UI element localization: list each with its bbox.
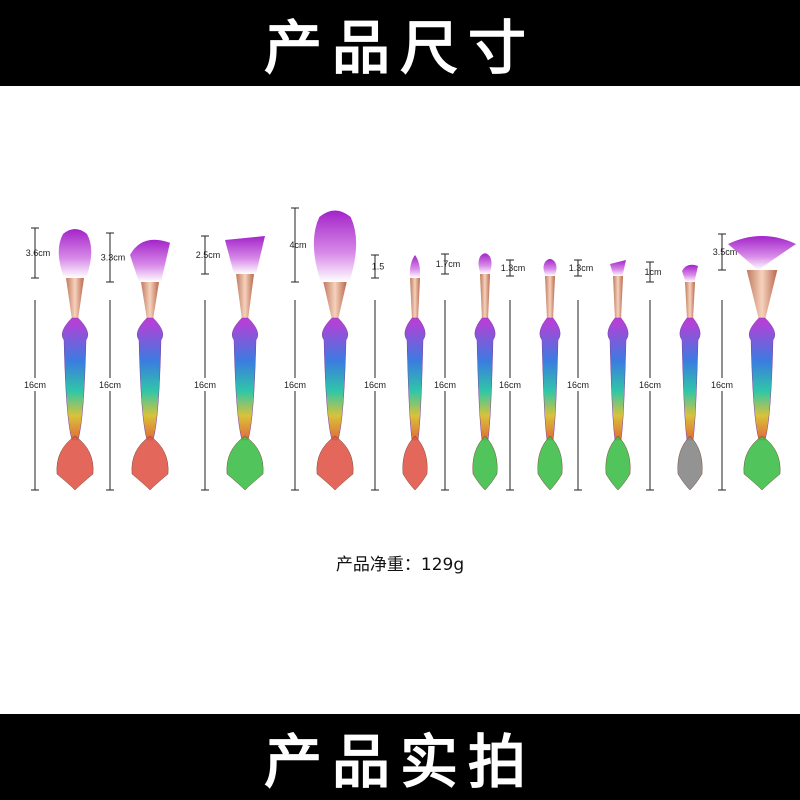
- mermaid-handle: [404, 317, 426, 441]
- tail-fin: [537, 435, 563, 491]
- handle-dimension-label: 16cm: [434, 380, 456, 390]
- handle-label-bg: [431, 378, 459, 391]
- brush-5: 1.5 16cm: [361, 254, 428, 491]
- brush-1: 3.6cm 16cm: [21, 227, 94, 491]
- head-dimension-label: 3.5cm: [713, 247, 738, 257]
- handle-label-bg: [564, 378, 592, 391]
- tail-fin: [605, 435, 631, 491]
- head-dimension-label: 1.7cm: [436, 259, 461, 269]
- mermaid-handle: [232, 317, 258, 441]
- brush-head: [478, 253, 492, 274]
- brush-ferrule: [410, 278, 420, 320]
- handle-label-bg: [191, 378, 219, 391]
- tail-fin: [743, 435, 781, 491]
- handle-label-bg: [281, 378, 309, 391]
- handle-dimension-label: 16cm: [567, 380, 589, 390]
- handle-dimension-label: 16cm: [194, 380, 216, 390]
- mermaid-handle: [474, 317, 496, 441]
- header-banner: 产品尺寸: [0, 0, 800, 86]
- tail-fin: [56, 435, 94, 491]
- brush-ferrule: [480, 274, 490, 320]
- handle-label-bg: [21, 378, 49, 391]
- handle-label-bg: [96, 378, 124, 391]
- mermaid-handle: [137, 317, 163, 441]
- handle-label-bg: [361, 378, 389, 391]
- brushes-svg: 3.6cm 16cm 3.3cm 16cm 2.5cm 16cm 4cm 16cm 1.5 16c…: [21, 207, 796, 491]
- brush-6: 1.7cm 16cm: [431, 253, 498, 491]
- brush-2: 3.3cm 16cm: [96, 232, 170, 491]
- brush-ferrule: [236, 274, 254, 320]
- footer-banner: 产品实拍: [0, 714, 800, 800]
- mermaid-handle: [539, 317, 561, 441]
- handle-dimension-label: 16cm: [499, 380, 521, 390]
- brush-head: [543, 258, 557, 276]
- brush-head: [313, 210, 357, 282]
- mermaid-handle: [749, 317, 775, 441]
- handle-label-bg: [708, 378, 736, 391]
- handle-label-bg: [636, 378, 664, 391]
- head-dimension-label: 1.5: [372, 262, 385, 272]
- net-weight-value: 129g: [420, 555, 465, 575]
- brush-head: [728, 236, 796, 270]
- head-dimension-label: 1.3cm: [569, 263, 594, 273]
- brush-dimension-diagram: 3.6cm 16cm 3.3cm 16cm 2.5cm 16cm 4cm 16cm 1.5 16c…: [0, 190, 800, 510]
- mermaid-handle: [607, 317, 629, 441]
- handle-dimension-label: 16cm: [639, 380, 661, 390]
- brush-9: 1cm 16cm: [636, 261, 703, 491]
- header-title: 产品尺寸: [263, 14, 536, 82]
- handle-dimension-label: 16cm: [24, 380, 46, 390]
- brush-ferrule: [545, 276, 555, 320]
- handle-label-bg: [496, 378, 524, 391]
- brush-10: 3.5cm 16cm: [708, 233, 796, 491]
- tail-fin: [677, 435, 703, 491]
- head-dimension-label: 4cm: [289, 240, 306, 250]
- brush-ferrule: [613, 276, 623, 320]
- brush-head: [409, 255, 421, 278]
- footer-title: 产品实拍: [263, 728, 536, 796]
- tail-fin: [316, 435, 354, 491]
- brush-head: [130, 239, 170, 282]
- handle-dimension-label: 16cm: [99, 380, 121, 390]
- net-weight: 产品净重：129g: [0, 550, 800, 575]
- handle-dimension-label: 16cm: [364, 380, 386, 390]
- tail-fin: [131, 435, 169, 491]
- head-dimension-label: 1cm: [644, 267, 661, 277]
- head-dimension-label: 2.5cm: [196, 250, 221, 260]
- brush-4: 4cm 16cm: [281, 207, 357, 491]
- brush-7: 1.3cm 16cm: [496, 258, 563, 491]
- brush-head: [610, 260, 626, 276]
- mermaid-handle: [679, 317, 701, 441]
- net-weight-label: 产品净重：: [335, 555, 421, 575]
- brush-head: [225, 236, 265, 274]
- tail-fin: [472, 435, 498, 491]
- brush-8: 1.3cm 16cm: [564, 259, 631, 491]
- tail-fin: [226, 435, 264, 491]
- brush-ferrule: [323, 282, 347, 320]
- mermaid-handle: [322, 317, 348, 441]
- brush-head: [58, 229, 92, 278]
- tail-fin: [402, 435, 428, 491]
- head-dimension-label: 1.3cm: [501, 263, 526, 273]
- handle-dimension-label: 16cm: [284, 380, 306, 390]
- mermaid-handle: [62, 317, 88, 441]
- brush-3: 2.5cm 16cm: [191, 235, 265, 491]
- brush-ferrule: [66, 278, 84, 320]
- head-dimension-label: 3.3cm: [101, 253, 126, 263]
- brush-ferrule: [685, 282, 695, 320]
- brush-head: [682, 264, 698, 282]
- brush-ferrule: [141, 282, 159, 320]
- handle-dimension-label: 16cm: [711, 380, 733, 390]
- head-dimension-label: 3.6cm: [26, 248, 51, 258]
- brush-ferrule: [746, 270, 778, 320]
